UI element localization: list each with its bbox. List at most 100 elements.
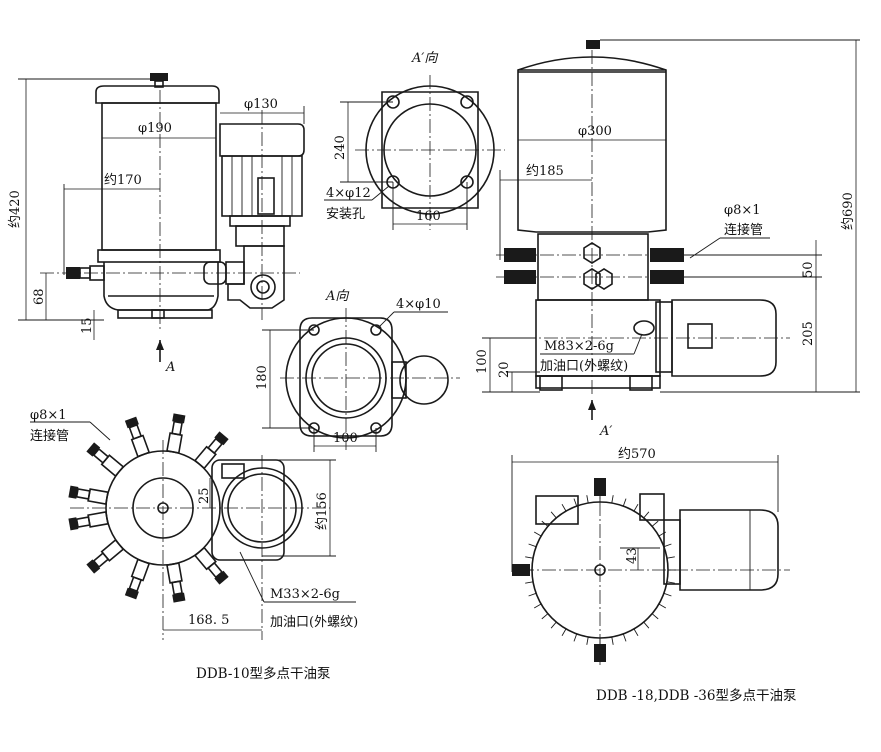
dim-approx420: 约420 bbox=[8, 190, 23, 228]
dim-50: 50 bbox=[801, 261, 816, 278]
leader-line bbox=[689, 237, 721, 259]
outlet-tick bbox=[573, 633, 578, 642]
dim-15: 15 bbox=[80, 317, 95, 334]
pipe-spec: φ8×1 bbox=[724, 203, 761, 218]
holes-spec: 4×φ10 bbox=[396, 297, 441, 312]
dim-205: 205 bbox=[801, 321, 816, 346]
inlet-name: 加油口(外螺纹) bbox=[540, 359, 628, 374]
dim-25: 25 bbox=[197, 487, 212, 504]
dim-approx185: 约185 bbox=[526, 164, 564, 179]
outlet-tick bbox=[663, 543, 672, 548]
flange-square bbox=[381, 91, 479, 209]
base-tab bbox=[151, 309, 165, 319]
flange-plate bbox=[299, 317, 393, 437]
reservoir-body bbox=[517, 56, 667, 233]
motor-flange bbox=[655, 301, 673, 373]
base-foot bbox=[539, 375, 563, 391]
gearbox-port-inner bbox=[256, 280, 270, 294]
dim-240: 240 bbox=[333, 135, 348, 160]
motor-adapter bbox=[391, 361, 407, 399]
outlet-tick bbox=[528, 543, 537, 548]
motor-neck bbox=[235, 225, 285, 247]
ddb18-front-view: 约690 φ300 约185 50 205 100 20 φ8×1 连接管 M8… bbox=[475, 39, 860, 439]
outlet-tick bbox=[561, 628, 567, 637]
outlet-tick bbox=[651, 520, 659, 527]
dim-phi190: φ190 bbox=[138, 121, 172, 136]
view-a: A向 180 100 4×φ10 bbox=[255, 289, 460, 452]
outlet-tick bbox=[666, 581, 675, 584]
dim-approx156: 约156 bbox=[315, 492, 330, 530]
leader-line bbox=[239, 551, 265, 603]
outlet-tick bbox=[586, 495, 589, 504]
dim-phi300: φ300 bbox=[578, 124, 612, 139]
dim-20: 20 bbox=[497, 361, 512, 378]
motor-mount-box bbox=[535, 495, 579, 525]
mount-hole bbox=[460, 95, 474, 109]
outlet-tick bbox=[622, 498, 627, 507]
leader-line bbox=[89, 421, 111, 441]
dim-approx570: 约570 bbox=[618, 447, 656, 462]
lid-stem bbox=[154, 80, 164, 88]
dim-68: 68 bbox=[32, 288, 47, 305]
motor-box bbox=[221, 463, 245, 479]
pipe-spec: φ8×1 bbox=[30, 408, 67, 423]
outlet-tick bbox=[533, 531, 542, 537]
base-foot bbox=[629, 375, 653, 391]
dim-approx690: 约690 bbox=[841, 192, 856, 230]
dim-approx170: 约170 bbox=[104, 173, 142, 188]
outlet-tick bbox=[633, 503, 639, 512]
holes-spec: 4×φ12 bbox=[326, 186, 371, 201]
lid-knob bbox=[150, 73, 168, 81]
hex-plug bbox=[583, 268, 601, 290]
arrow-head bbox=[156, 340, 164, 350]
outlet-tick bbox=[561, 503, 567, 512]
pipe-name: 连接管 bbox=[30, 428, 69, 444]
dim-168-5: 168. 5 bbox=[188, 613, 229, 628]
outlet-tick bbox=[622, 633, 627, 642]
outlet-tick bbox=[573, 498, 578, 507]
view-a-prime: A′向 240 160 4×φ12 安装孔 bbox=[324, 51, 505, 230]
leader-line bbox=[378, 311, 395, 328]
leader-line bbox=[371, 185, 390, 201]
terminal-box bbox=[257, 177, 275, 215]
outlet-tick bbox=[663, 592, 672, 597]
outlet-tick bbox=[550, 621, 557, 629]
ddb10-top-view: 25 约156 168. 5 φ8×1 连接管 M33×2-6g 加油口(外螺纹… bbox=[30, 408, 358, 682]
ddb10-front-view: 约420 68 15 φ190 约170 φ130 A bbox=[8, 73, 305, 375]
outlet-tick bbox=[525, 581, 534, 584]
lower-base bbox=[535, 375, 661, 389]
reservoir-lid bbox=[95, 85, 220, 104]
dim-phi130: φ130 bbox=[244, 97, 278, 112]
ddb18-top-view: 约570 43 DDB -18,DDB -36型多点干油泵 bbox=[511, 447, 797, 704]
pipe-name: 连接管 bbox=[724, 222, 763, 238]
view-a-prime-title: A′向 bbox=[411, 51, 438, 66]
outlet-tick bbox=[525, 556, 534, 559]
inlet-thread: M83×2-6g bbox=[544, 339, 614, 354]
hex-plug bbox=[595, 268, 613, 290]
dim-43: 43 bbox=[625, 547, 640, 564]
view-a-prime-mark: A′ bbox=[599, 424, 612, 439]
motor-body bbox=[671, 299, 777, 377]
outlet-tick bbox=[643, 511, 650, 519]
motor-flange bbox=[229, 215, 291, 227]
outlet-tick bbox=[633, 628, 639, 637]
pump-base-ring bbox=[97, 249, 221, 263]
inlet-boss bbox=[633, 320, 655, 336]
dim-100: 100 bbox=[333, 431, 358, 446]
dim-180: 180 bbox=[255, 365, 270, 390]
gearbox-port bbox=[250, 274, 276, 300]
dim-100: 100 bbox=[475, 349, 490, 374]
ddb18-caption: DDB -18,DDB -36型多点干油泵 bbox=[596, 687, 797, 704]
motor-outline bbox=[211, 459, 285, 561]
dim-160: 160 bbox=[416, 209, 441, 224]
lid-knob bbox=[586, 40, 600, 49]
arrow-head bbox=[588, 400, 596, 410]
outlet-tick bbox=[611, 495, 614, 504]
outlet-tick bbox=[528, 592, 537, 597]
holes-name: 安装孔 bbox=[326, 207, 365, 222]
outlet-tick bbox=[541, 613, 549, 620]
pump-base-body bbox=[103, 262, 219, 311]
base-foot bbox=[117, 309, 213, 319]
